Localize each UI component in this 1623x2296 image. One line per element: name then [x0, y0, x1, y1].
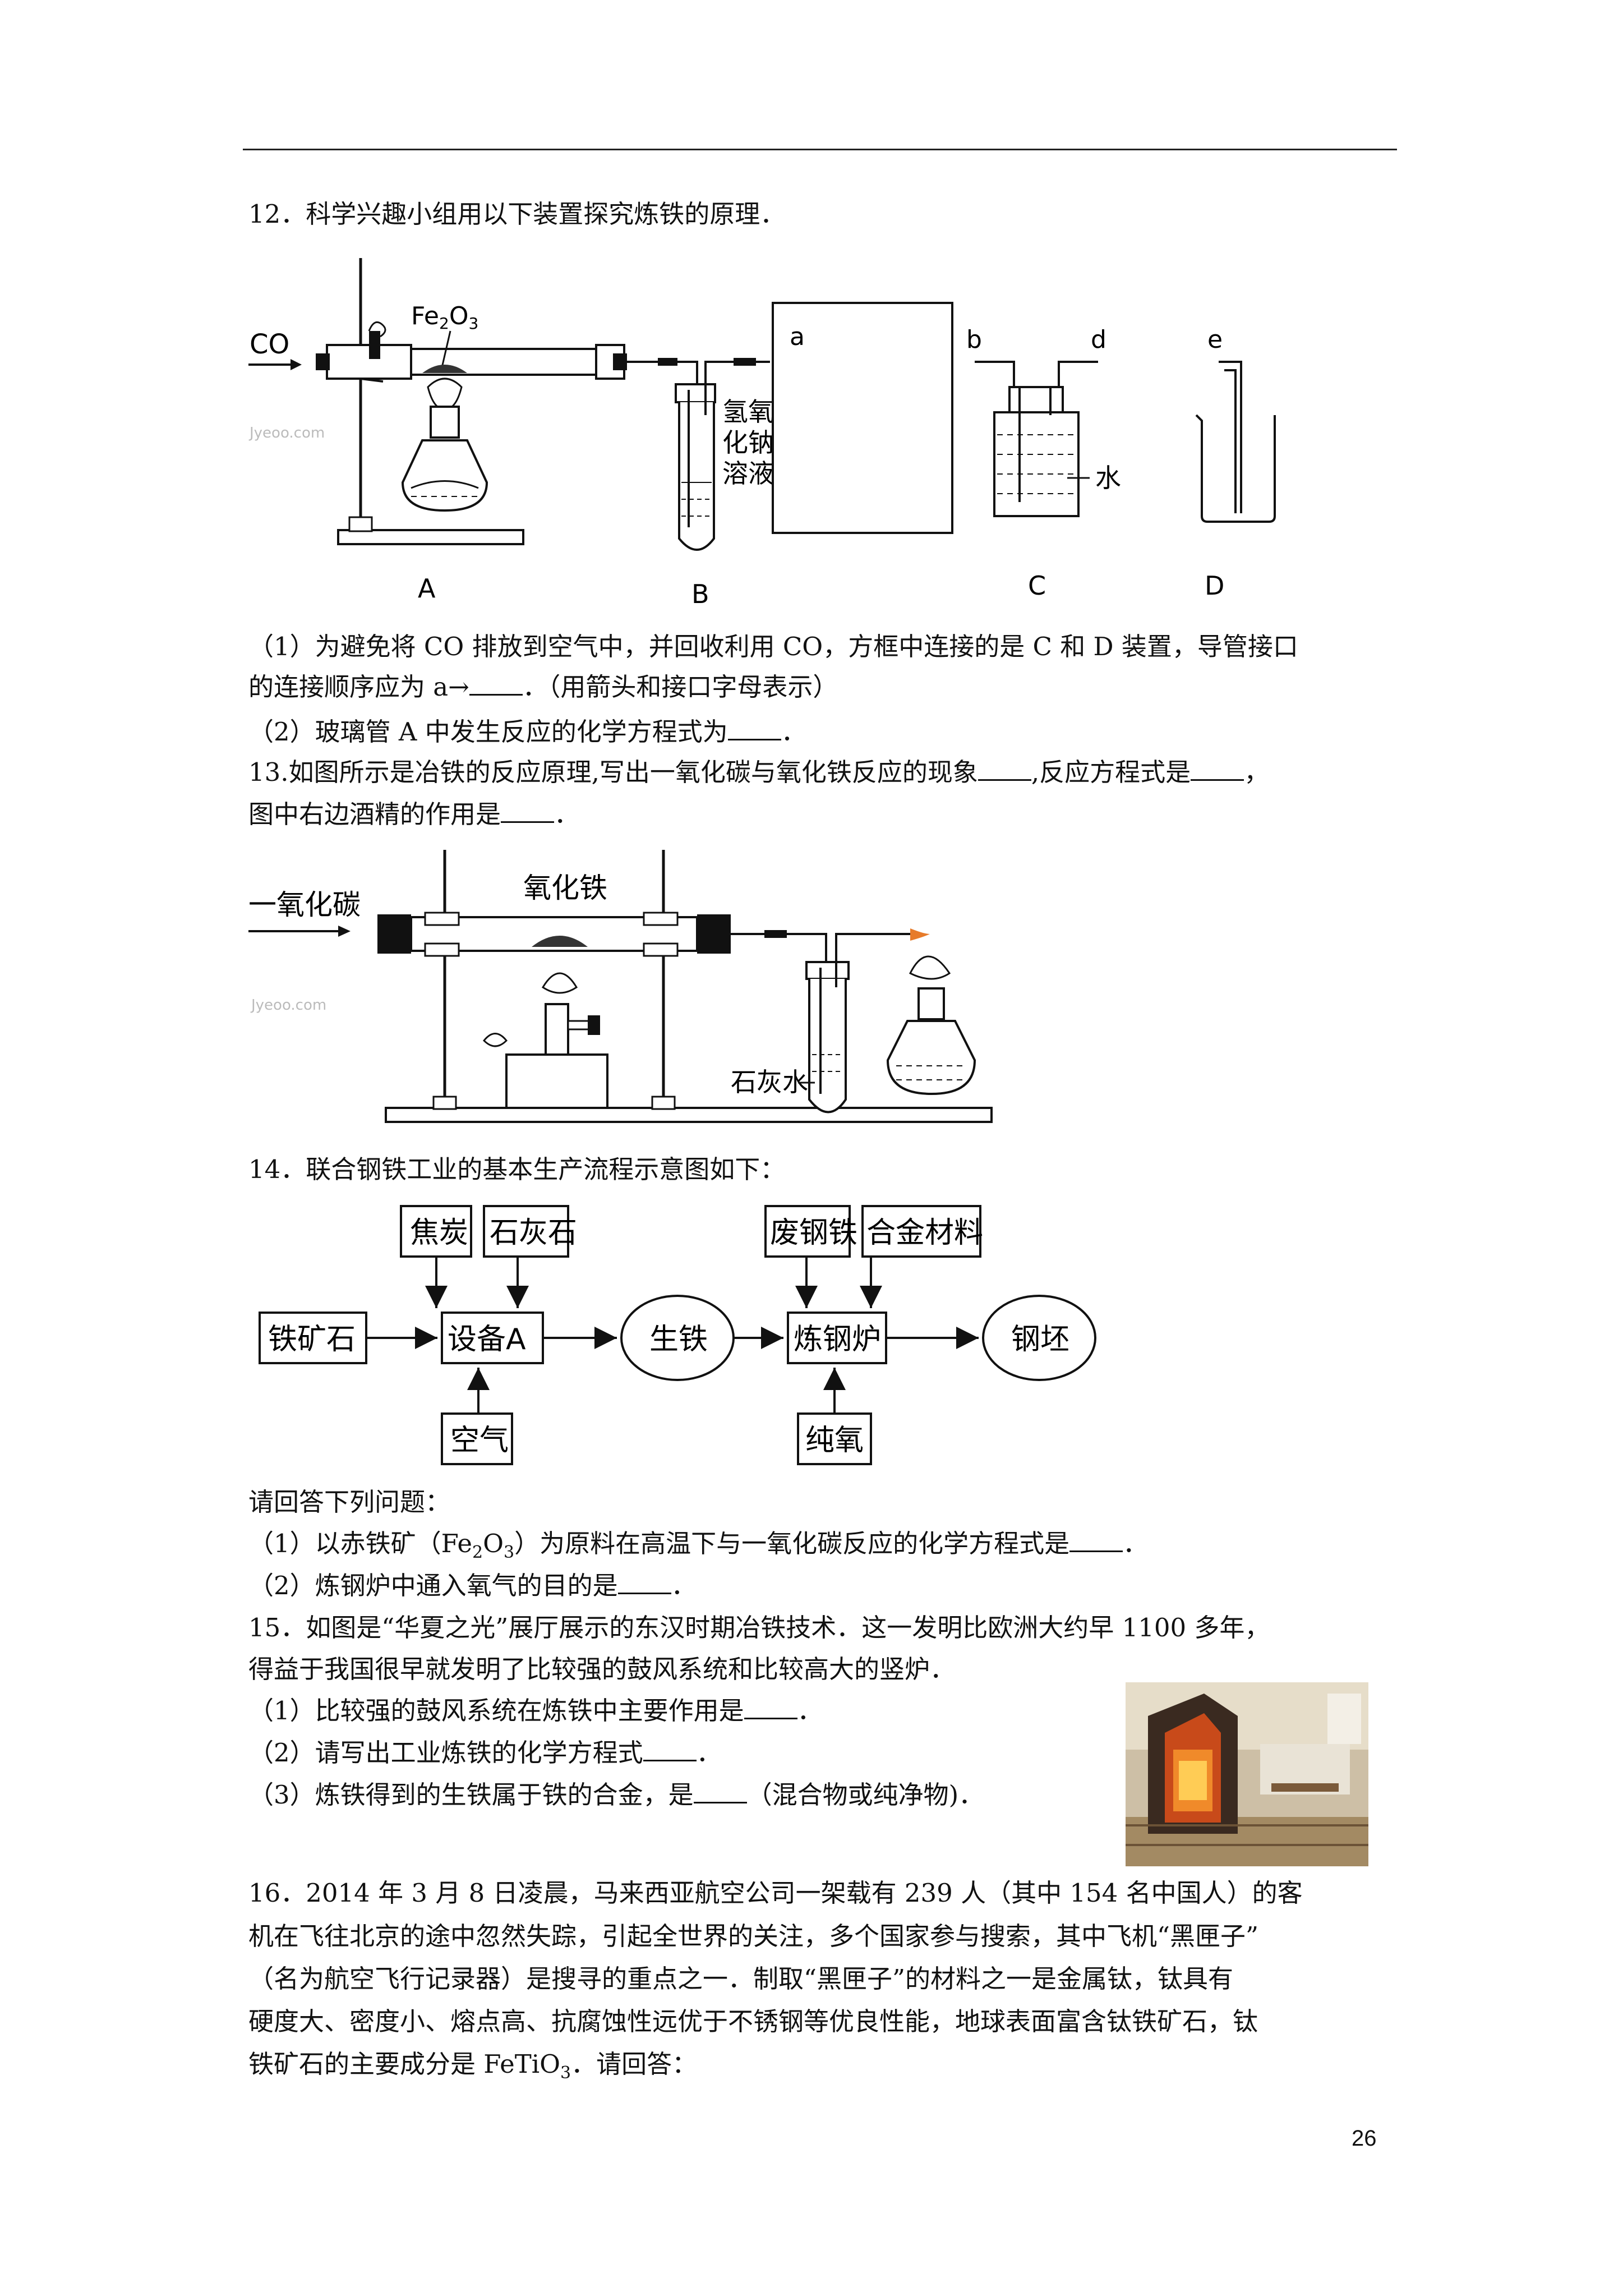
q15-line1: 15．如图是“华夏之光”展厅展示的东汉时期冶铁技术．这一发明比欧洲大约早 110…: [248, 1613, 1270, 1642]
q16-line4: 硬度大、密度小、熔点高、抗腐蚀性远优于不锈钢等优良性能，地球表面富含钛铁矿石，钛: [248, 2007, 1258, 2036]
q13-co-label: 一氧化碳: [248, 889, 361, 921]
page-number: 26: [1352, 2126, 1377, 2151]
answer-blank[interactable]: [978, 757, 1031, 781]
q12-port-e: e: [1207, 325, 1223, 354]
q12-port-b: b: [966, 325, 982, 354]
q12-co-label: CO: [250, 329, 289, 360]
q12-apparatus-figure: CO Fe2O3 Jyeoo.com A 氢氧 化钠 溶液 B a b d: [248, 258, 1276, 609]
q13-line1: 13.如图所示是冶铁的反应原理,写出一氧化碳与氧化铁反应的现象,反应方程式是，: [248, 757, 1270, 787]
flow-deviceA-label: 设备A: [448, 1323, 526, 1356]
q13-watermark: Jyeoo.com: [250, 997, 326, 1014]
q13-apparatus-figure: 一氧化碳 氧化铁 石灰水 Jyeoo.com: [248, 850, 993, 1123]
flow-coke-box: [400, 1205, 472, 1258]
q15-q2: （2）请写出工业炼铁的化学方程式．: [248, 1737, 722, 1768]
flow-furnace-box: [787, 1312, 887, 1364]
q12-port-d: d: [1091, 325, 1106, 354]
answer-blank[interactable]: [1191, 757, 1244, 781]
answer-blank[interactable]: [501, 799, 555, 823]
q13-line2: 图中右边酒精的作用是．: [248, 799, 580, 829]
q12-label-C: C: [1028, 570, 1046, 601]
answer-blank[interactable]: [744, 1695, 797, 1719]
answer-blank[interactable]: [643, 1737, 697, 1761]
q14-title: 14．联合钢铁工业的基本生产流程示意图如下：: [248, 1154, 786, 1184]
q14-q1: （1）以赤铁矿（Fe2O3）为原料在高温下与一氧化碳反应的化学方程式是．: [248, 1528, 1149, 1562]
q12-q2: （2）玻璃管 A 中发生反应的化学方程式为．: [248, 716, 806, 747]
q12-label-B: B: [691, 579, 709, 609]
q12-q1-line1: （1）为避免将 CO 排放到空气中，并回收利用 CO，方框中连接的是 C 和 D…: [248, 632, 1298, 661]
flow-ore-label: 铁矿石: [268, 1323, 356, 1356]
flow-scrap-box: [764, 1205, 851, 1258]
q16-line1: 16．2014 年 3 月 8 日凌晨，马来西亚航空公司一架载有 239 人（其…: [248, 1878, 1303, 1908]
answer-blank[interactable]: [469, 671, 523, 696]
flow-alloy-label: 合金材料: [866, 1216, 983, 1250]
flow-scrap-label: 废钢铁: [770, 1216, 857, 1250]
flow-pig-iron-label: 生铁: [649, 1323, 708, 1356]
flow-air-label: 空气: [450, 1424, 509, 1457]
q14-prompt: 请回答下列问题：: [248, 1487, 451, 1517]
q16-line2: 机在飞往北京的途中忽然失踪，引起全世界的关注，多个国家参与搜索，其中飞机“黑匣子…: [248, 1921, 1259, 1951]
flow-oxygen-label: 纯氧: [805, 1424, 864, 1457]
flow-coke-label: 焦炭: [410, 1216, 468, 1250]
q14-q2: （2）炼钢炉中通入氧气的目的是．: [248, 1570, 697, 1600]
q15-exhibit-photo: [1126, 1682, 1368, 1866]
header-rule: [243, 149, 1397, 150]
flow-billet-label: 钢坯: [1011, 1323, 1069, 1356]
q16-line5: 铁矿石的主要成分是 FeTiO3．请回答：: [248, 2049, 698, 2083]
q12-naoh-2: 化钠: [722, 427, 774, 458]
q12-watermark: Jyeoo.com: [248, 425, 325, 441]
q13-limewater-label: 石灰水: [731, 1067, 808, 1097]
answer-blank[interactable]: [693, 1779, 747, 1803]
flow-air-box: [441, 1412, 513, 1465]
answer-blank[interactable]: [727, 716, 781, 740]
q12-label-A: A: [418, 573, 436, 604]
flow-billet-node: [982, 1295, 1096, 1381]
q12-fe2o3-label: Fe2O3: [411, 302, 478, 333]
q12-naoh-1: 氢氧: [722, 397, 774, 427]
answer-blank[interactable]: [1069, 1528, 1123, 1552]
flow-deviceA-box: [441, 1312, 544, 1364]
q12-label-D: D: [1205, 570, 1224, 601]
flow-limestone-label: 石灰石: [490, 1216, 577, 1250]
q12-port-a: a: [790, 323, 805, 351]
q14-flowchart: 焦炭 石灰石 铁矿石 设备A 空气 生铁 废钢铁 合金材料 炼钢炉 纯氧 钢坯: [259, 1205, 1096, 1465]
q15-q3: （3）炼铁得到的生铁属于铁的合金，是（混合物或纯净物)．: [248, 1779, 984, 1810]
q12-title: 12．科学兴趣小组用以下装置探究炼铁的原理．: [248, 199, 786, 229]
q12-water-label: 水: [1095, 463, 1121, 493]
q15-q1: （1）比较强的鼓风系统在炼铁中主要作用是．: [248, 1695, 823, 1726]
q15-line2: 得益于我国很早就发明了比较强的鼓风系统和比较高大的竖炉．: [248, 1654, 956, 1684]
flow-limestone-box: [483, 1205, 569, 1258]
answer-blank[interactable]: [617, 1570, 671, 1594]
q12-q1-line2: 的连接顺序应为 a→．（用箭头和接口字母表示）: [248, 671, 838, 702]
flow-furnace-label: 炼钢炉: [794, 1323, 881, 1356]
flow-alloy-box: [861, 1205, 981, 1258]
q13-fe2o3-label: 氧化铁: [523, 872, 607, 904]
q12-naoh-3: 溶液: [722, 458, 774, 489]
q16-line3: （名为航空飞行记录器）是搜寻的重点之一．制取“黑匣子”的材料之一是金属钛，钛具有: [248, 1964, 1234, 1994]
